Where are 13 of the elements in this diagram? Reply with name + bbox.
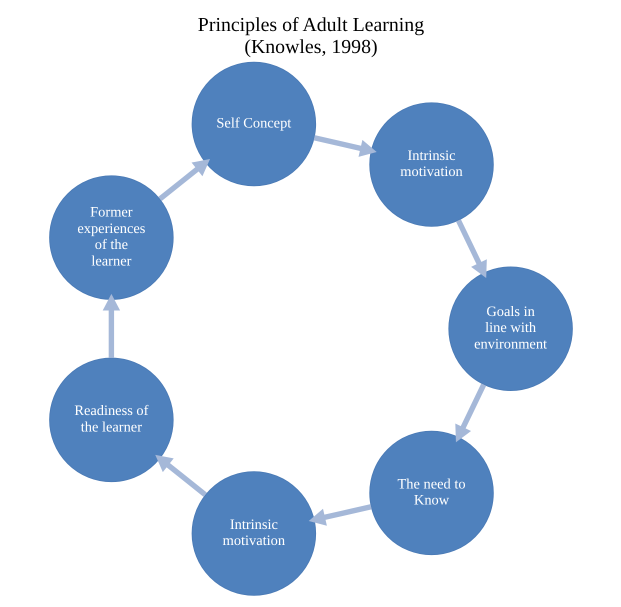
arrow: [154, 454, 206, 497]
arrow: [313, 135, 376, 157]
node-circle: The need to Know: [368, 430, 494, 556]
node-circle: Former experiences of the learner: [48, 175, 174, 300]
arrow: [158, 159, 210, 201]
arrow: [308, 504, 372, 526]
node-circle: Intrinsic motivation: [368, 102, 494, 227]
node-circle: Intrinsic motivation: [191, 471, 316, 596]
arrow: [455, 219, 486, 278]
diagram-title: Principles of Adult Learning (Knowles, 1998): [197, 14, 424, 58]
arrow: [454, 383, 486, 442]
node-circle: Goals in line with environment: [448, 266, 572, 391]
arrow: [102, 294, 120, 358]
